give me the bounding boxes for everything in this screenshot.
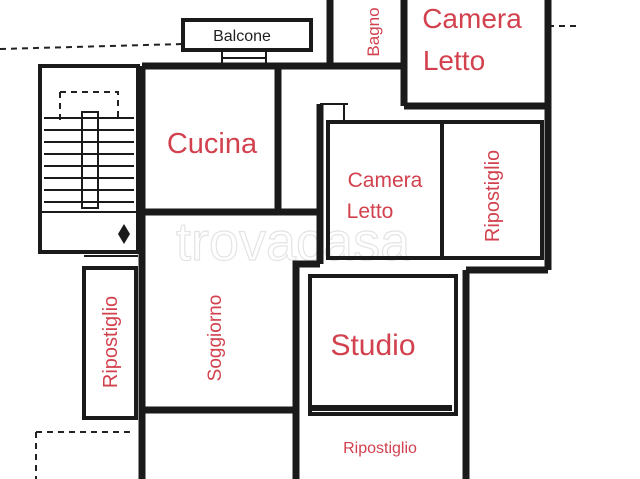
room-label-camera-letto-top-2: Letto — [423, 45, 485, 76]
stair-treads — [44, 117, 134, 203]
room-label-camera-letto-mid-1: Camera — [348, 169, 423, 192]
room-label-cucina: Cucina — [167, 128, 258, 160]
studio-walls — [308, 274, 458, 416]
dashed-boundaries — [0, 25, 580, 479]
room-label-ripostiglio-left: Ripostiglio — [100, 296, 122, 388]
middle-bedroom-walls — [320, 103, 544, 260]
left-storage-walls — [82, 255, 138, 420]
room-label-ripostiglio-bottom: Ripostiglio — [343, 440, 417, 457]
balcony — [181, 18, 313, 66]
room-label-camera-letto-top-1: Camera — [422, 3, 522, 34]
room-label-camera-letto-mid-2: Letto — [347, 200, 394, 223]
room-label-bagno: Bagno — [364, 7, 383, 56]
staircase — [38, 64, 140, 254]
room-label-balcone: Balcone — [213, 28, 271, 45]
room-label-soggiorno: Soggiorno — [205, 295, 226, 382]
room-label-ripostiglio-right: Ripostiglio — [482, 150, 504, 242]
room-label-studio: Studio — [330, 329, 415, 362]
